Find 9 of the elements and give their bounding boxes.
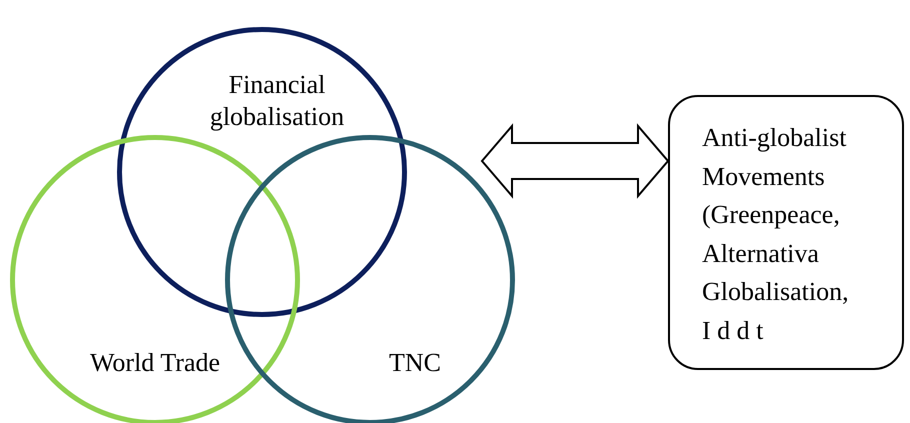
venn-circle	[225, 135, 515, 423]
circle-label: Financial globalisation	[208, 69, 346, 133]
venn-circle	[117, 27, 407, 317]
double-arrow	[480, 123, 670, 199]
circle-label: TNC	[388, 347, 442, 379]
venn-circle	[10, 135, 300, 423]
rounded-box	[668, 95, 904, 370]
box-text: Anti-globalist Movements (Greenpeace, Alternativa Globalisation, I d d t	[702, 122, 850, 346]
circle-label: World Trade	[88, 347, 222, 379]
